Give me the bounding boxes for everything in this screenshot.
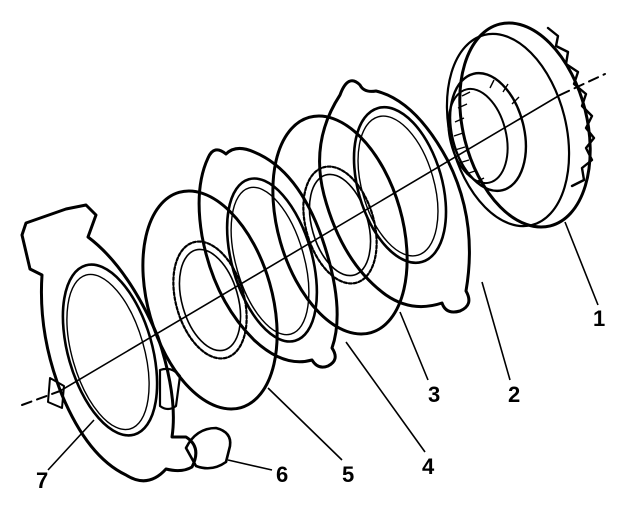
- part-4-steel-plate: [197, 147, 339, 369]
- callout-7: 7: [36, 468, 49, 493]
- part-7-retainer-plate: [20, 203, 198, 483]
- part-2-steel-plate: [318, 79, 471, 314]
- callout-5: 5: [342, 462, 355, 487]
- part-6-clip: [184, 426, 232, 470]
- part-3-friction-plate: [271, 114, 409, 336]
- leader-lines: [47, 221, 599, 471]
- callout-6: 6: [276, 462, 289, 487]
- callout-2: 2: [508, 382, 521, 407]
- callout-3: 3: [428, 382, 441, 407]
- callout-1: 1: [593, 306, 606, 331]
- center-axis: [21, 73, 606, 406]
- part-1-clutch-hub: [445, 21, 596, 229]
- callout-4: 4: [422, 454, 435, 479]
